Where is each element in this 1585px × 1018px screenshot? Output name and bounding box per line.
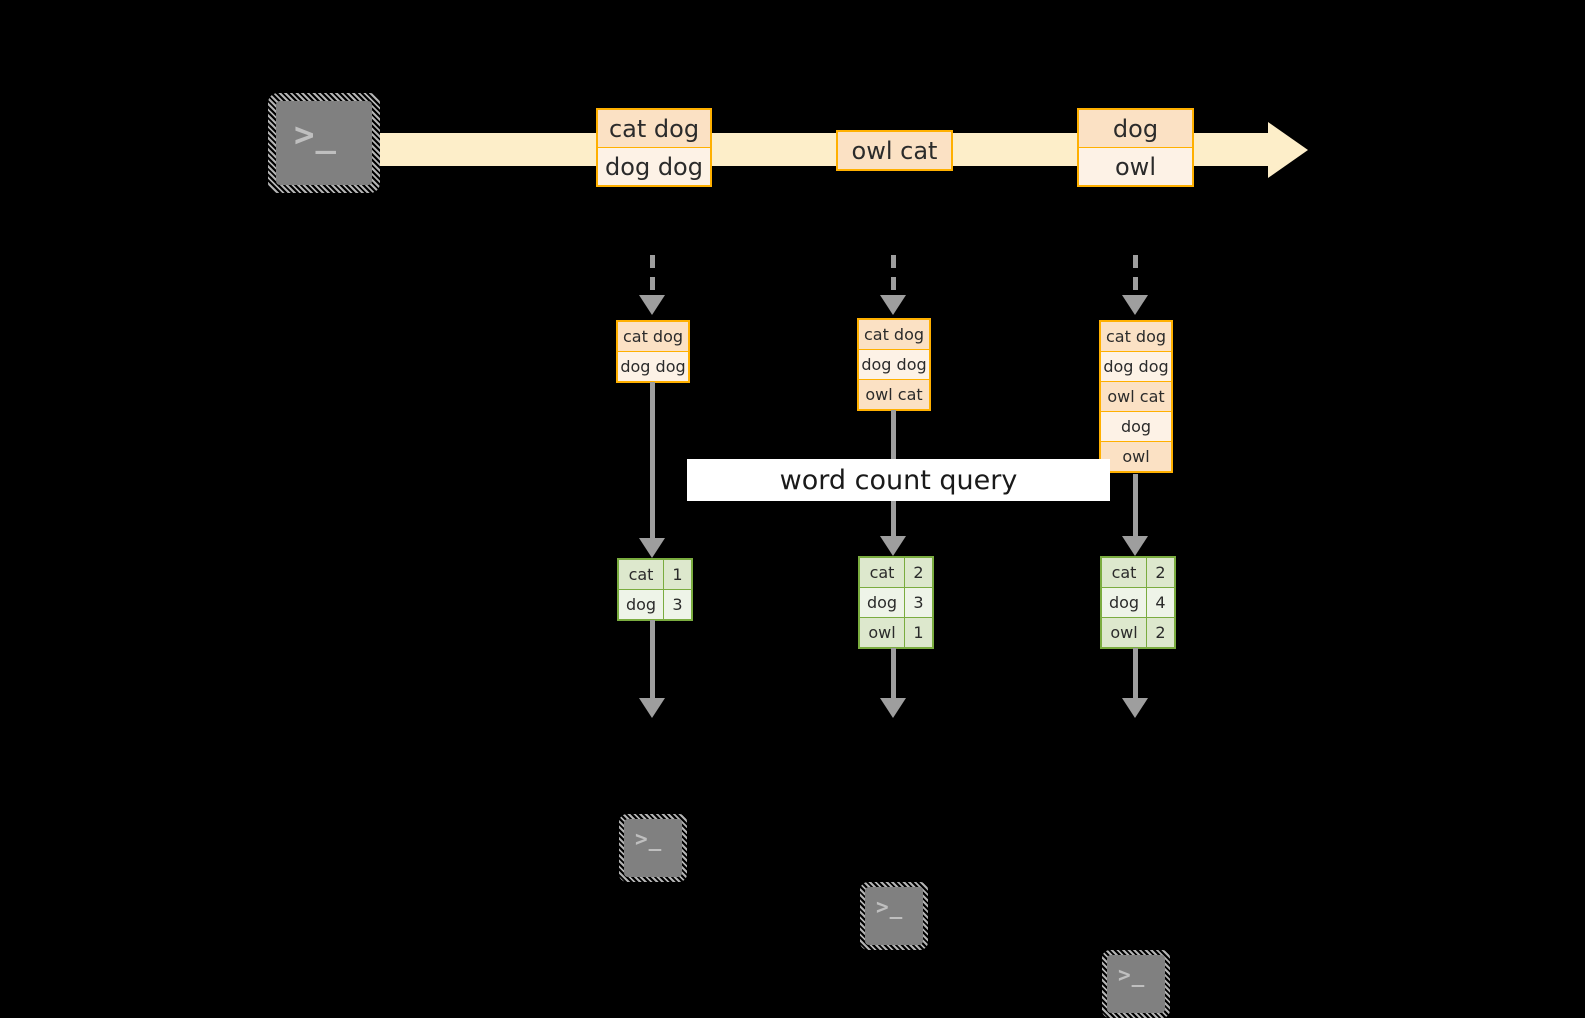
snapshot-row: dog dog	[859, 349, 929, 379]
result-row: dog 3	[860, 587, 932, 617]
result-to-consumer-arrowhead	[880, 698, 906, 718]
stream-message-group-3[interactable]: dog owl	[1077, 108, 1194, 187]
snapshot-row: owl	[1101, 441, 1171, 471]
producer-terminal-icon[interactable]: >_	[268, 93, 380, 193]
result-row: owl 2	[1102, 617, 1174, 647]
snapshot-row: owl cat	[1101, 381, 1171, 411]
result-word: owl	[860, 618, 905, 647]
stream-message-group-2[interactable]: owl cat	[836, 130, 953, 171]
terminal-prompt-glyph: >_	[294, 115, 337, 155]
result-count: 3	[664, 590, 691, 619]
consumer-terminal-icon-3[interactable]: >_	[1102, 950, 1170, 1018]
result-count: 4	[1147, 588, 1174, 617]
result-word: dog	[619, 590, 664, 619]
result-row: cat 2	[1102, 558, 1174, 587]
result-2[interactable]: cat 2 dog 3 owl 1	[858, 556, 934, 649]
terminal-prompt-glyph: >_	[635, 827, 663, 851]
snapshot-2[interactable]: cat dog dog dog owl cat	[857, 318, 931, 411]
result-count: 2	[1147, 558, 1174, 587]
terminal-screen	[276, 101, 372, 185]
result-to-consumer-connector	[650, 620, 655, 702]
consumer-terminal-icon-1[interactable]: >_	[619, 814, 687, 882]
snapshot-row: cat dog	[1101, 322, 1171, 351]
snapshot-row: owl cat	[859, 379, 929, 409]
result-word: cat	[860, 558, 905, 587]
snapshot-to-result-connector	[650, 382, 655, 540]
terminal-prompt-glyph: >_	[1118, 963, 1146, 987]
consumer-terminal-icon-2[interactable]: >_	[860, 882, 928, 950]
query-label: word count query	[687, 459, 1110, 501]
stream-message-group-1[interactable]: cat dog dog dog	[596, 108, 712, 187]
snapshot-row: dog	[1101, 411, 1171, 441]
result-1[interactable]: cat 1 dog 3	[617, 558, 693, 621]
message-row: cat dog	[598, 110, 710, 147]
result-word: cat	[619, 560, 664, 589]
result-to-consumer-connector	[1133, 648, 1138, 702]
result-3[interactable]: cat 2 dog 4 owl 2	[1100, 556, 1176, 649]
result-to-consumer-arrowhead	[639, 698, 665, 718]
snapshot-row: cat dog	[859, 320, 929, 349]
result-count: 2	[905, 558, 932, 587]
terminal-screen	[865, 887, 923, 945]
result-row: owl 1	[860, 617, 932, 647]
message-row: owl	[1079, 147, 1192, 185]
result-word: cat	[1102, 558, 1147, 587]
result-to-consumer-arrowhead	[1122, 698, 1148, 718]
result-count: 1	[664, 560, 691, 589]
result-to-consumer-connector	[891, 648, 896, 702]
result-row: dog 3	[619, 589, 691, 619]
result-row: cat 1	[619, 560, 691, 589]
stream-to-snapshot-arrowhead	[639, 295, 665, 315]
message-row: owl cat	[838, 132, 951, 169]
stream-to-snapshot-arrowhead	[1122, 295, 1148, 315]
snapshot-3[interactable]: cat dog dog dog owl cat dog owl	[1099, 320, 1173, 473]
terminal-screen	[624, 819, 682, 877]
result-row: dog 4	[1102, 587, 1174, 617]
stream-to-snapshot-connector	[891, 255, 896, 297]
stream-to-snapshot-connector	[650, 255, 655, 297]
snapshot-to-result-arrowhead	[1122, 536, 1148, 556]
result-word: owl	[1102, 618, 1147, 647]
snapshot-1[interactable]: cat dog dog dog	[616, 320, 690, 383]
snapshot-row: dog dog	[1101, 351, 1171, 381]
snapshot-to-result-arrowhead	[880, 536, 906, 556]
snapshot-to-result-connector	[1133, 474, 1138, 538]
message-row: dog	[1079, 110, 1192, 147]
snapshot-to-result-arrowhead	[639, 538, 665, 558]
result-count: 2	[1147, 618, 1174, 647]
result-count: 3	[905, 588, 932, 617]
message-row: dog dog	[598, 147, 710, 185]
stream-to-snapshot-connector	[1133, 255, 1138, 297]
snapshot-row: cat dog	[618, 322, 688, 351]
diagram-canvas: >_ cat dog dog dog owl cat dog owl cat d…	[268, 93, 1308, 1018]
stream-to-snapshot-arrowhead	[880, 295, 906, 315]
snapshot-row: dog dog	[618, 351, 688, 381]
stream-arrowhead	[1268, 122, 1308, 178]
result-word: dog	[860, 588, 905, 617]
result-count: 1	[905, 618, 932, 647]
terminal-prompt-glyph: >_	[876, 895, 904, 919]
result-row: cat 2	[860, 558, 932, 587]
result-word: dog	[1102, 588, 1147, 617]
